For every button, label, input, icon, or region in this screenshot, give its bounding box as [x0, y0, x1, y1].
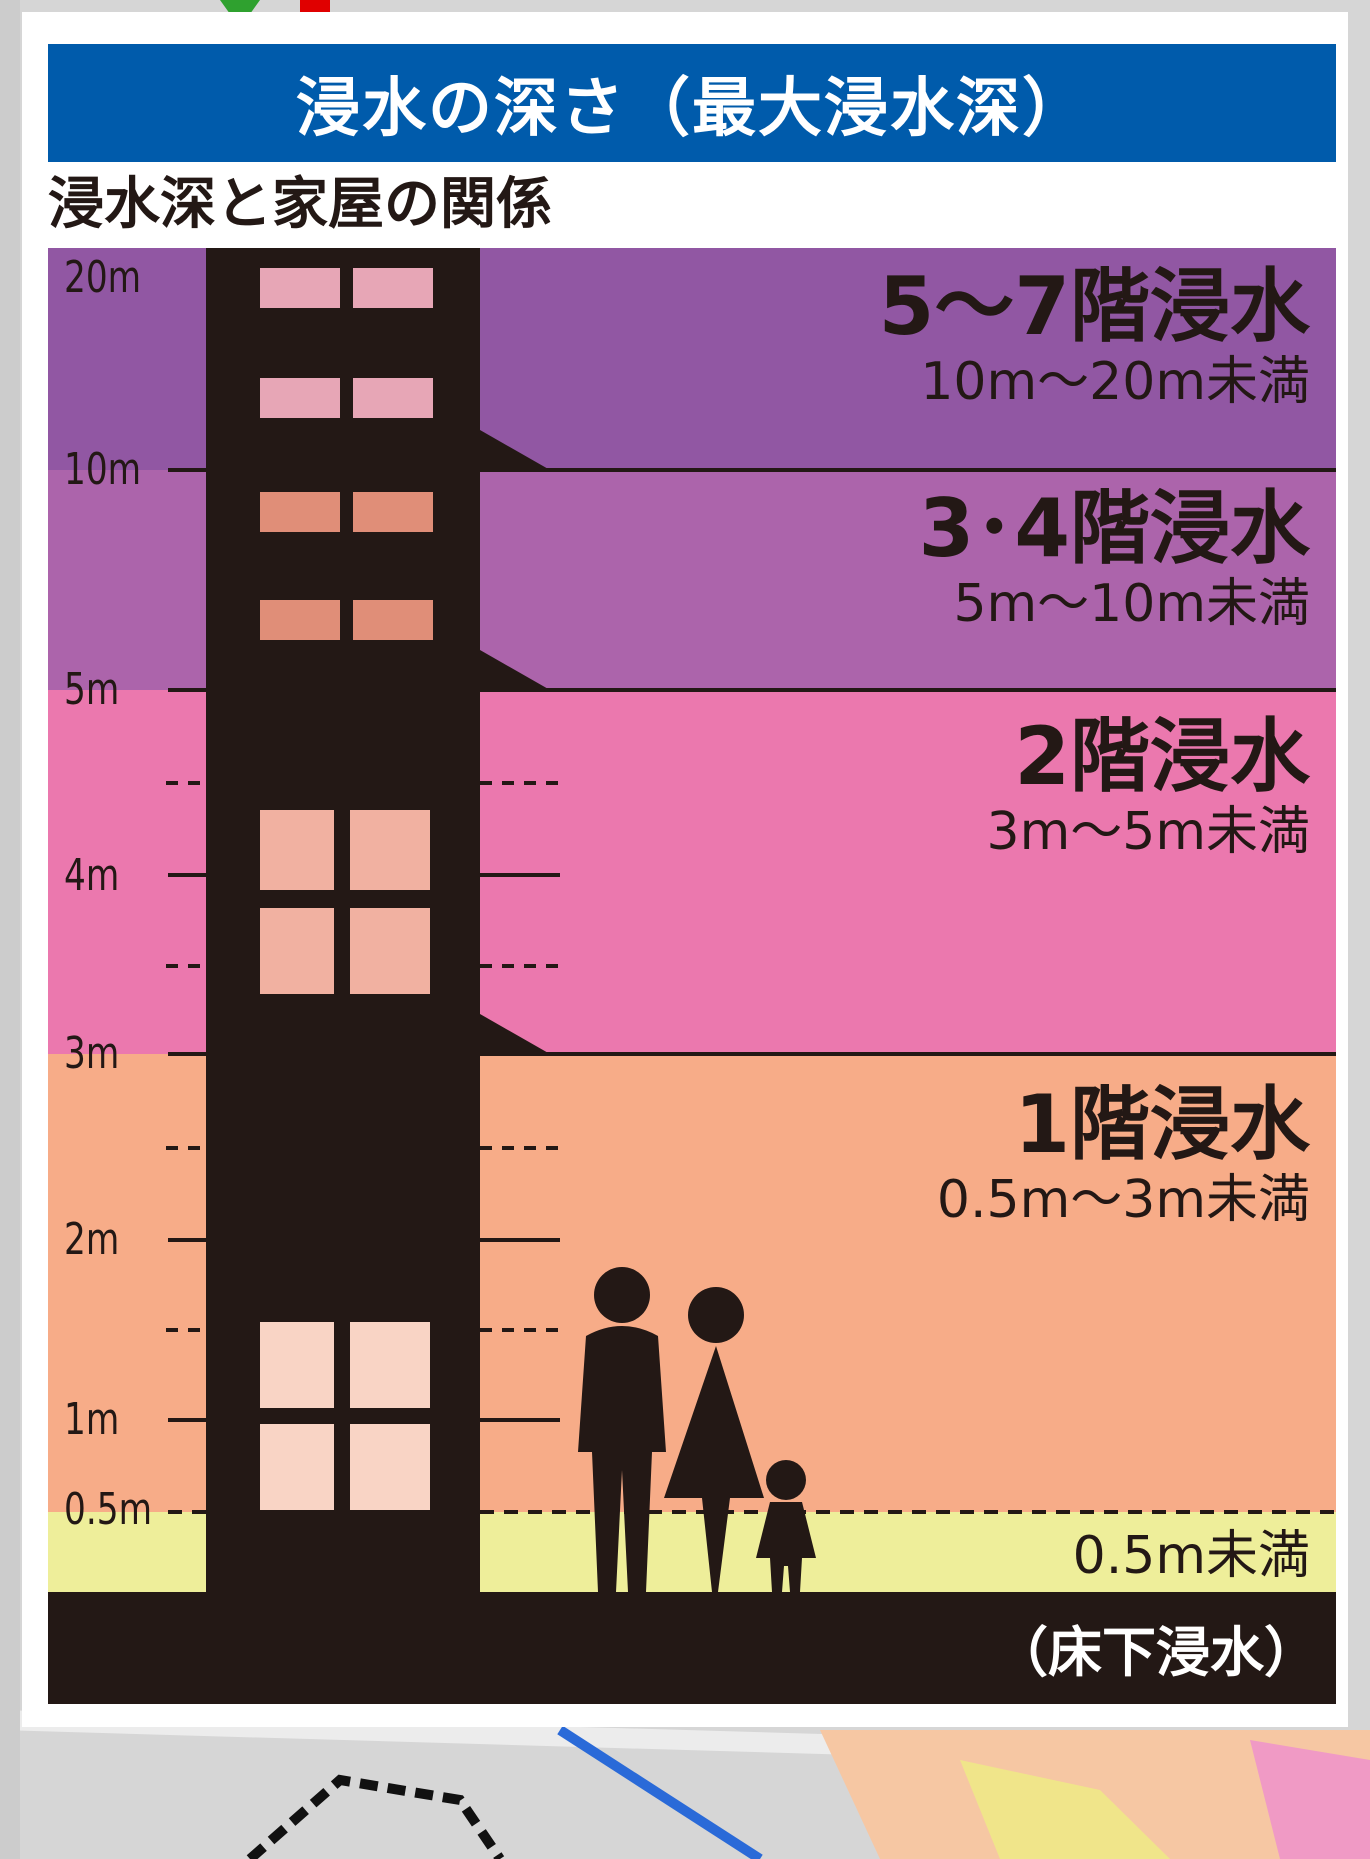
under-floor-range: 0.5m未満: [1072, 1526, 1310, 1586]
ground-bar: [48, 1592, 1336, 1704]
axis-tick-1m: 1m: [64, 1394, 120, 1445]
axis-tick-10m: 10m: [64, 444, 142, 495]
zone-label-1: 1階浸水 0.5m～3m未満: [936, 1078, 1310, 1231]
zone-range: 10m～20m未満: [920, 352, 1310, 412]
windows-2: [260, 810, 430, 994]
windows-5-7: [260, 268, 433, 418]
zone-label-3-4: 3･4階浸水 5m～10m未満: [918, 482, 1310, 635]
legend-title: 浸水の深さ（最大浸水深）: [48, 44, 1336, 162]
child-silhouette: [756, 1460, 816, 1592]
zone-title: 5～7階浸水: [878, 260, 1310, 353]
windows-1: [260, 1322, 430, 1510]
zone-label-5-7: 5～7階浸水 10m～20m未満: [878, 260, 1310, 413]
axis-tick-4m: 4m: [64, 850, 120, 901]
axis-tick-3m: 3m: [64, 1028, 120, 1079]
zone-range: 0.5m～3m未満: [936, 1170, 1310, 1230]
axis-tick-5m: 5m: [64, 664, 120, 715]
axis-tick-0-5m: 0.5m: [64, 1484, 153, 1535]
under-floor-note: （床下浸水）: [994, 1621, 1318, 1684]
zone-title: 1階浸水: [1014, 1078, 1310, 1171]
zone-range: 3m～5m未満: [986, 802, 1310, 862]
zone-label-2: 2階浸水 3m～5m未満: [986, 710, 1310, 863]
zone-range: 5m～10m未満: [953, 574, 1310, 634]
building-silhouette: [206, 248, 480, 1598]
axis-tick-2m: 2m: [64, 1214, 120, 1265]
zone-title: 3･4階浸水: [918, 482, 1310, 575]
legend-subtitle: 浸水深と家屋の関係: [48, 172, 552, 237]
windows-3-4: [260, 492, 433, 640]
adult-male-silhouette: [578, 1267, 666, 1592]
zone-title: 2階浸水: [1014, 710, 1310, 803]
adult-female-silhouette: [664, 1287, 764, 1592]
axis-tick-20m: 20m: [64, 252, 142, 303]
